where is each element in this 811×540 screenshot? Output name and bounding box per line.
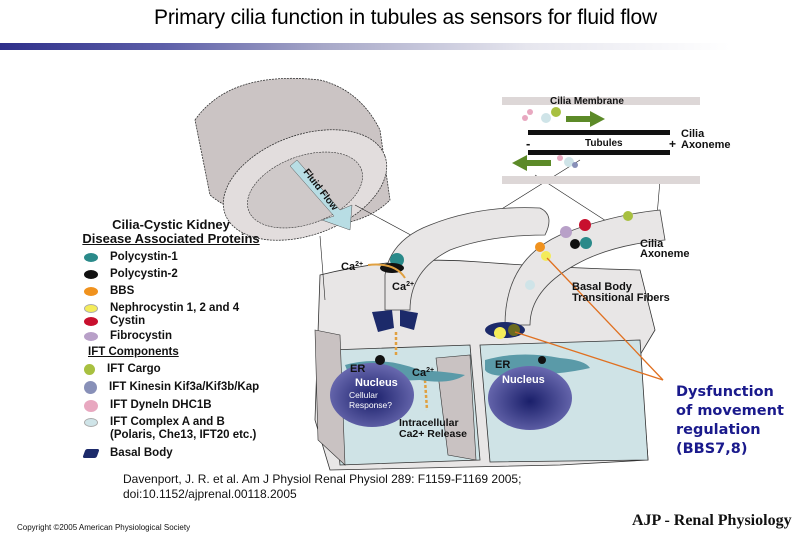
bbs-swatch-icon xyxy=(84,287,98,296)
legend-label: Fibrocystin xyxy=(110,330,172,342)
slide-title: Primary cilia function in tubules as sen… xyxy=(154,6,657,29)
nucleus-left-label: Nucleus xyxy=(355,377,398,389)
basal-body-swatch-icon xyxy=(82,449,100,458)
citation: Davenport, J. R. et al. Am J Physiol Ren… xyxy=(123,472,521,502)
legend-label-line1: IFT Complex A and B xyxy=(110,416,225,428)
minus-end-label: - xyxy=(526,136,530,151)
annotation-line: Dysfunction xyxy=(676,384,774,400)
legend-label: IFT Complex A and B(Polaris, Che13, IFT2… xyxy=(110,416,256,442)
annotation-line: of movement xyxy=(676,403,784,419)
tubule-cylinder: Fluid Flow xyxy=(194,77,391,241)
legend-item-nephrocystin: Nephrocystin 1, 2 and 4 xyxy=(84,302,239,315)
ift-cargo-swatch-icon xyxy=(84,364,95,375)
cellular-response-label: Cellular xyxy=(349,390,378,400)
citation-line1: Davenport, J. R. et al. Am J Physiol Ren… xyxy=(123,472,522,486)
ift-complex-swatch-icon xyxy=(84,418,98,427)
membrane-inset: Cilia Membrane Tubules - + Cilia Axoneme xyxy=(502,96,731,184)
calcium-arrows xyxy=(367,263,429,411)
legend-label: Nephrocystin 1, 2 and 4 xyxy=(110,302,240,314)
ca-release-label: Ca2+ Release xyxy=(399,428,467,440)
legend-label-line2: (Polaris, Che13, IFT20 etc.) xyxy=(110,429,257,441)
legend-item-ift-complex: IFT Complex A and B(Polaris, Che13, IFT2… xyxy=(84,416,256,442)
legend-item-polycystin-1: Polycystin-1 xyxy=(84,251,178,264)
legend-label: BBS xyxy=(110,285,135,297)
nucleus-right-label: Nucleus xyxy=(502,374,545,386)
intracellular-label: Intracellular xyxy=(399,417,459,429)
ift-kinesin-swatch-icon xyxy=(84,381,97,394)
legend-heading: Cilia-Cystic Kidney Disease Associated P… xyxy=(66,218,276,246)
basal-body-label: Basal Body xyxy=(572,281,633,293)
tubules-label: Tubules xyxy=(585,138,623,149)
legend-label: Polycystin-1 xyxy=(110,251,178,263)
er-right-label: ER xyxy=(495,359,510,371)
legend-label: Cystin xyxy=(110,315,146,327)
axoneme-top-label: Axoneme xyxy=(681,139,731,151)
legend-item-fibrocystin: Fibrocystin xyxy=(84,330,172,343)
ca-er-label: Ca2+ xyxy=(412,367,434,379)
copyright-notice: Copyright ©2005 American Physiological S… xyxy=(17,523,191,532)
anterograde-arrow-icon xyxy=(566,111,605,127)
ift-dynein-swatch-icon xyxy=(84,399,98,412)
polycystin-1-swatch-icon xyxy=(84,253,98,262)
nucleus-right xyxy=(485,354,590,430)
legend-label: Basal Body xyxy=(110,447,173,459)
legend-item-ift-dynein: IFT Dyneln DHC1B xyxy=(84,399,212,412)
plus-end-label: + xyxy=(669,137,676,151)
primary-cilium-right xyxy=(485,209,666,339)
polycystin-2-swatch-icon xyxy=(84,270,98,279)
response-question-label: Response? xyxy=(349,400,392,410)
legend-heading-line1: Cilia-Cystic Kidney xyxy=(112,217,230,232)
cystin-swatch-icon xyxy=(84,317,98,326)
legend-label: IFT Kinesin Kif3a/Kif3b/Kap xyxy=(109,381,260,393)
legend-heading-line2: Disease Associated Proteins xyxy=(82,231,260,246)
legend-item-polycystin-2: Polycystin-2 xyxy=(84,268,178,281)
er-left-label: ER xyxy=(350,363,365,375)
legend-item-bbs: BBS xyxy=(84,285,134,298)
fibrocystin-swatch-icon xyxy=(84,332,98,341)
title-underline-bar xyxy=(0,43,811,50)
dysfunction-pointers xyxy=(514,257,664,381)
ift-components-heading: IFT Components xyxy=(88,346,179,358)
legend-item-ift-kinesin: IFT Kinesin Kif3a/Kif3b/Kap xyxy=(84,381,259,394)
legend-label: IFT Cargo xyxy=(107,363,161,375)
cilia-membrane-label: Cilia Membrane xyxy=(550,96,624,107)
citation-doi: doi:10.1152/ajprenal.00118.2005 xyxy=(123,487,297,501)
legend-item-cystin: Cystin xyxy=(84,315,145,328)
nucleus-left xyxy=(330,355,465,427)
legend-label: IFT Dyneln DHC1B xyxy=(110,399,212,411)
ca-outer-label: Ca2+ xyxy=(341,261,363,273)
nephrocystin-swatch-icon xyxy=(84,304,98,313)
legend-item-ift-cargo: IFT Cargo xyxy=(84,363,161,376)
cilia-axoneme-mid-label: Cilia xyxy=(640,238,664,250)
transitional-fibers-label: Transitional Fibers xyxy=(572,292,670,304)
retrograde-arrow-icon xyxy=(512,155,551,171)
legend-label: Polycystin-2 xyxy=(110,268,178,280)
fluid-flow-arrow-icon xyxy=(289,159,353,231)
dysfunction-annotation: Dysfunction of movement regulation (BBS7… xyxy=(676,383,784,459)
ca-inner-label: Ca2+ xyxy=(392,281,414,293)
legend-item-basal-body: Basal Body xyxy=(82,447,173,460)
cilia-axoneme-top-label: Cilia xyxy=(681,128,705,140)
annotation-line: regulation xyxy=(676,422,761,438)
annotation-line: (BBS7,8) xyxy=(676,441,748,457)
journal-logo: AJP - Renal Physiology xyxy=(632,512,792,529)
axoneme-mid-label: Axoneme xyxy=(640,248,690,260)
